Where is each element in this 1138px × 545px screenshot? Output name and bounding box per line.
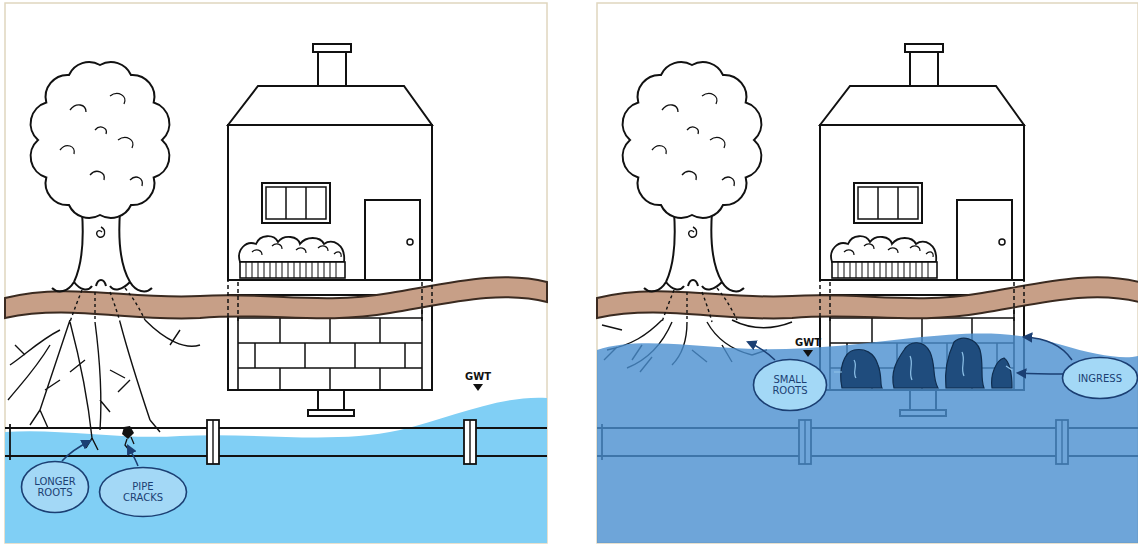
leader-arrow [1018, 373, 1063, 374]
panel-border [597, 3, 1138, 543]
water-table-marker [803, 350, 813, 357]
callout-text: SMALL ROOTS [766, 374, 814, 396]
callout-bubble: INGRESS [1061, 356, 1138, 400]
house [228, 44, 432, 280]
callout-text: PIPE CRACKS [118, 481, 168, 503]
tree [31, 62, 170, 322]
wall-hidden-lines [228, 278, 432, 322]
ingress-detail [834, 352, 1012, 380]
callout-ellipse [754, 360, 827, 411]
water-ingress [841, 338, 1012, 388]
house [820, 44, 1024, 280]
pipe [5, 420, 547, 464]
water-table-marker [473, 384, 483, 391]
leader-arrow [1024, 337, 1072, 360]
groundwater [5, 398, 547, 543]
callout-ellipse [100, 468, 187, 517]
callout-ellipse [1063, 358, 1138, 399]
long-roots [8, 320, 200, 450]
pipe-crack [122, 426, 134, 439]
wall-hidden-lines [820, 278, 1024, 322]
leader-arrow [748, 342, 775, 360]
tree [623, 62, 762, 322]
panel-border [5, 3, 547, 543]
panel-before [5, 3, 547, 543]
water-table-label: GWT [465, 371, 491, 382]
callout-bubble: SMALL ROOTS [752, 358, 828, 412]
callout-text: LONGER ROOTS [30, 476, 80, 498]
callout-text: INGRESS [1067, 373, 1133, 384]
raised-groundwater [597, 334, 1138, 543]
panel-after [597, 3, 1138, 543]
callout-bubble: PIPE CRACKS [98, 466, 188, 518]
leader-arrow [128, 446, 138, 466]
callout-ellipse [22, 462, 89, 513]
water-table-label: GWT [795, 337, 821, 348]
callout-bubble: LONGER ROOTS [20, 460, 90, 514]
leader-arrow [62, 441, 90, 461]
